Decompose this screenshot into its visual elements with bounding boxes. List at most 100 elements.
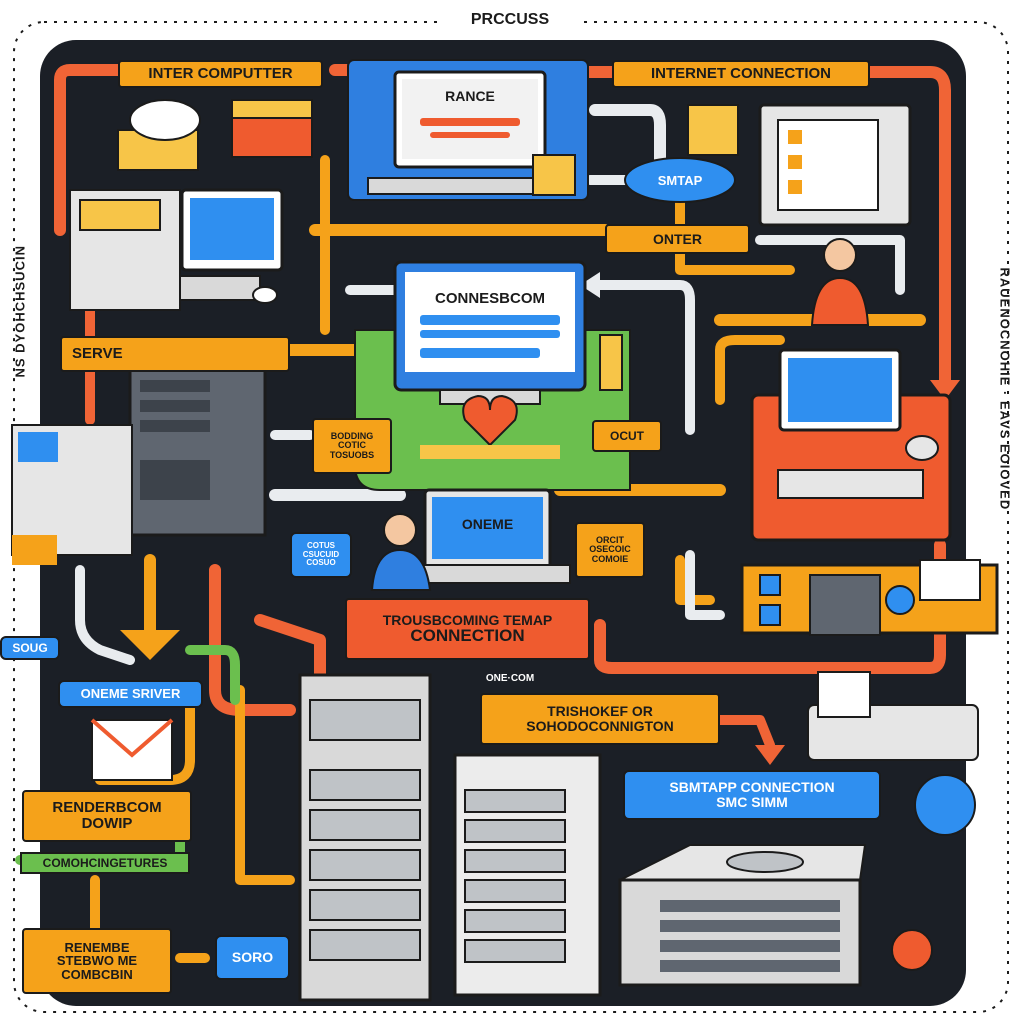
- right-lower-server: [809, 574, 881, 636]
- orcit-label-line-2: OSECOIC: [589, 544, 631, 555]
- yellow-arrow-right-bottom: [675, 555, 715, 605]
- top-right-screen-block-2: [788, 155, 802, 169]
- left-desk-group: [69, 188, 284, 311]
- tall-server-left-unit-4: [309, 849, 421, 881]
- connesbcom-screen-text: CONNESBCOM: [434, 290, 545, 307]
- tall-server-right-unit-3: [464, 849, 566, 873]
- rack-server-unit-4: [660, 960, 840, 972]
- orcit-label: ORCIT OSECOIC COMOIE: [575, 522, 645, 578]
- right-keyboard: [777, 469, 924, 499]
- ocut-label: OCUT: [592, 420, 662, 452]
- renembe-label-line-3: COMBCBIN: [61, 966, 133, 982]
- mail-envelope-flap: [90, 718, 174, 758]
- rance-screen-text: RANCE: [445, 88, 495, 104]
- usb-key: [599, 334, 623, 391]
- soug-label: SOUG: [0, 636, 60, 660]
- center-laptop-group: [419, 488, 571, 584]
- yellow-arrow-right-mid: [715, 335, 785, 405]
- smtap-cloud-label: SMTAP: [657, 173, 703, 189]
- internet-connection-label: INTERNET CONNECTION: [612, 60, 870, 88]
- white-arrow-top: [589, 104, 666, 176]
- right-small-disk: [807, 704, 979, 761]
- bodding-label-line-1: BODDING: [330, 430, 374, 441]
- right-side-vertical-text: RAUENOCNOHIE · EAVS EOIOVED: [997, 267, 1013, 511]
- inter-computer-label: INTER COMPUTTER: [118, 60, 323, 88]
- person-center: [370, 513, 432, 591]
- trishoked-label-line-2: SOHODOCONNIGTON: [526, 718, 674, 734]
- orcit-label-line-1: ORCIT: [596, 534, 624, 545]
- tall-server-right-unit-2: [464, 819, 566, 843]
- right-joystick-ball: [891, 929, 933, 971]
- arrowhead-white-left: [580, 272, 600, 298]
- cloud-shape: [129, 99, 201, 141]
- right-monitor-screen: [788, 358, 892, 422]
- left-server-slot-4: [140, 460, 210, 500]
- arrowhead-orange-right-top: [930, 380, 960, 400]
- orcit-label-line-3: COMOIE: [591, 553, 629, 564]
- right-workstation-group: [750, 348, 952, 542]
- right-lower-blue-square-1: [759, 574, 781, 596]
- yellow-arrow-top-right: [675, 195, 795, 275]
- right-lower-blue-square-2: [759, 604, 781, 626]
- trishoked-label: TRISHOKEF OR SOHODOCONNIGTON: [480, 693, 720, 745]
- green-arrow-left: [185, 645, 240, 705]
- smtap-cloud: [624, 157, 736, 203]
- serve-label: SERVE: [60, 336, 290, 372]
- orange-arrow-top-left: [54, 64, 126, 236]
- right-small-note: [817, 671, 871, 718]
- cotus-label-line-1: COTUS: [307, 541, 335, 551]
- smtap-connection-label-line-1: SBMTAPP CONNECTION: [669, 779, 835, 796]
- left-patch-panel-accent: [18, 432, 58, 462]
- white-arrow-right-lower: [685, 550, 725, 620]
- white-arrow-right-mid: [595, 280, 695, 435]
- tall-server-left-unit-1: [309, 699, 421, 741]
- orange-arrow-bottom-center: [715, 715, 775, 750]
- top-center-screen-bar-2: [430, 132, 510, 138]
- troubleshooting-label: TROUSBCOMING TEMAP CONNECTION: [345, 598, 590, 660]
- left-desktop-mouse: [252, 286, 278, 304]
- bodding-label-line-2: COTIC: [338, 440, 366, 451]
- right-blue-disc: [914, 774, 976, 836]
- person-top-right: [810, 238, 870, 326]
- cotus-label-line-2: CSUCUID: [302, 549, 340, 559]
- top-center-monitor-group: [347, 59, 589, 201]
- rack-server-unit-1: [660, 900, 840, 912]
- left-patch-panel-yellow: [12, 535, 57, 565]
- arrowhead-yellow-down: [120, 630, 180, 660]
- center-laptop-base: [419, 564, 571, 584]
- troubleshooting-label-line-2: CONNECTION: [410, 626, 525, 646]
- person-center-head: [383, 513, 417, 547]
- heart-icon: [462, 394, 518, 447]
- white-arrow-left-lower: [75, 565, 135, 665]
- cotus-label: COTUS CSUCUID COSUO: [290, 532, 352, 578]
- arrowhead-orange-down: [755, 745, 785, 765]
- center-laptop-screen: [432, 497, 543, 559]
- onter-label: ONTER: [605, 224, 750, 254]
- trishoked-label-line-1: TRISHOKEF OR: [547, 703, 653, 720]
- tall-server-right-unit-1: [464, 789, 566, 813]
- yellow-arrow-bottom: [235, 685, 295, 885]
- left-server-slot-1: [140, 380, 210, 392]
- rack-server-unit-2: [660, 920, 840, 932]
- renembe-label-line-2: STEBWO ME: [56, 953, 138, 969]
- top-center-note: [532, 154, 576, 196]
- smtap-connection-label-line-2: SMC SIMM: [716, 794, 788, 810]
- folder-stack-top: [231, 99, 313, 119]
- folder-stack: [231, 111, 313, 158]
- left-desktop-keyboard: [179, 275, 261, 301]
- renderbcom-label: RENDERBCOM DOWIP: [22, 790, 192, 842]
- top-center-keyboard: [367, 177, 539, 195]
- gear-icon: [885, 585, 915, 615]
- tall-server-left-unit-2: [309, 769, 421, 801]
- smtap-connection-label: SBMTAPP CONNECTION SMC SIMM: [623, 770, 881, 820]
- tall-server-right-unit-5: [464, 909, 566, 933]
- right-mouse: [905, 435, 939, 461]
- renembe-label-line-1: RENEMBE: [64, 939, 130, 955]
- center-monitor-group: [354, 260, 631, 491]
- rack-server-unit-3: [660, 940, 840, 952]
- soro-label: SORO: [215, 935, 290, 980]
- person-center-body: [370, 548, 432, 591]
- bodding-label: BODDING COTIC TOSUOBS: [312, 418, 392, 474]
- top-right-screen-block-3: [788, 180, 802, 194]
